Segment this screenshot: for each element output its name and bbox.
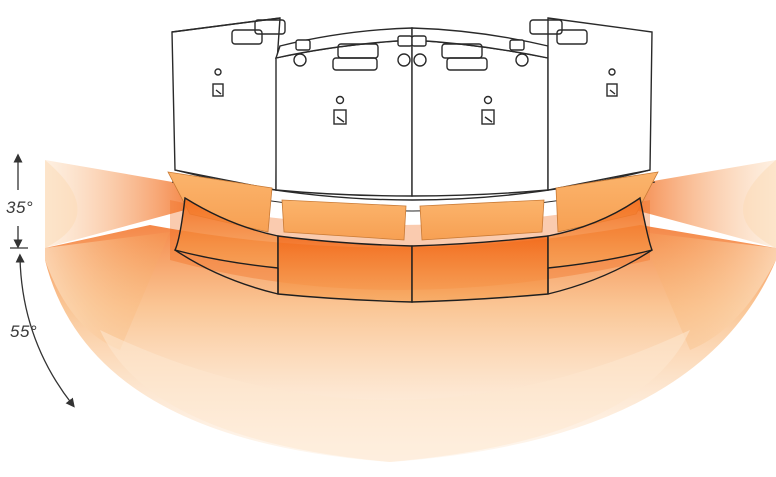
cabinet-4 xyxy=(529,17,653,191)
lower-angle-arc xyxy=(15,253,75,408)
angle-indicators xyxy=(10,153,75,408)
lower-angle-label: 55° xyxy=(10,322,38,341)
grille-panels xyxy=(167,171,659,241)
woofer-section xyxy=(173,196,653,303)
speaker-array xyxy=(171,17,656,212)
rigging-brackets xyxy=(293,35,529,67)
upper-angle-label: 35° xyxy=(6,198,34,217)
coverage-beam-lower xyxy=(45,225,776,462)
cabinet-2 xyxy=(274,27,413,197)
cabinet-1 xyxy=(171,17,286,191)
cabinet-3 xyxy=(411,27,549,197)
